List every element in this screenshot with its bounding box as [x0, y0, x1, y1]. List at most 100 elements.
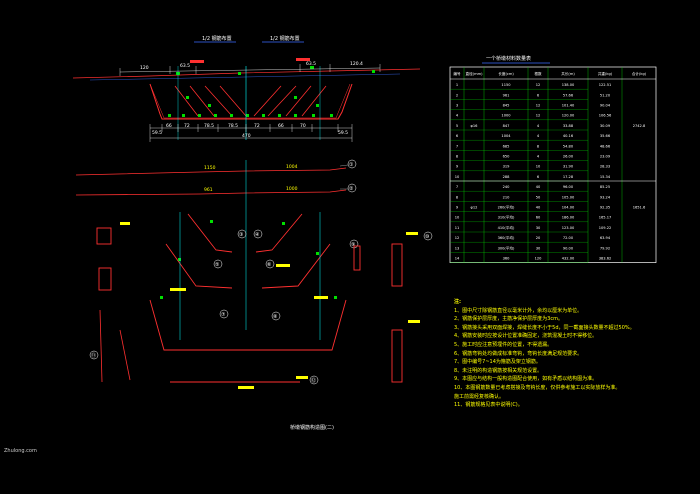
table-cell: 33.88 — [563, 124, 574, 128]
table-cell: 12 — [536, 104, 541, 108]
bar-2-length-right: 1000 — [286, 186, 298, 192]
table-border — [449, 66, 657, 263]
table-cell: 12 — [536, 83, 541, 87]
table-cell: 10 — [455, 175, 460, 179]
table-cell: 51.20 — [600, 93, 611, 97]
table-cell: 50 — [536, 195, 541, 199]
table-cell: 4 — [537, 134, 540, 138]
table-cell: 10 — [455, 216, 460, 220]
table-cell: 30 — [536, 246, 541, 250]
dim-bottom-4: 78.5 — [204, 123, 214, 129]
table-cell: 5 — [456, 124, 458, 128]
table-cell: 1150 — [501, 83, 511, 87]
table-cell: 15.34 — [600, 175, 611, 179]
bar-1-length-left: 1150 — [204, 165, 216, 171]
note-item: 2、钢筋保护层厚度，主筋净保护层厚度为3cm。 — [454, 316, 563, 323]
note-item: 8、未注明的构造钢筋按相关规范设置。 — [454, 367, 543, 374]
note-item: 6、钢筋弯钩处均做成标准弯钩，弯钩长度满足规范要求。 — [454, 350, 583, 357]
material-table: 一个桥墩材料数量表 编号直径(mm)长度(cm)根数共长(m)共重(kg)合计(… — [449, 55, 657, 263]
table-cell: 120 — [535, 257, 543, 261]
dim-bottom-8: 70 — [300, 123, 306, 129]
table-header-cell: 合计(kg) — [632, 71, 647, 76]
table-header-cell: 直径(mm) — [466, 71, 484, 76]
note-item: 3、钢筋接头采用双面焊接，焊缝长度不小于5d，同一截面接头数量不超过50%。 — [454, 324, 635, 331]
dim-bottom-3: 72 — [184, 123, 190, 129]
table-cell: 650 — [503, 155, 511, 159]
table-cell: 11 — [455, 226, 460, 230]
dim-bottom-1: 59.5 — [152, 130, 162, 136]
table-cell: 122.51 — [599, 83, 612, 87]
dim-bottom-2: 66 — [166, 123, 172, 129]
table-cell: 104.00 — [562, 206, 575, 210]
table-cell: 31.90 — [563, 165, 574, 169]
table-cell: 10 — [536, 165, 541, 169]
bar-3-callout: ③ — [239, 232, 243, 238]
table-cell: 2 — [456, 93, 458, 97]
table-cell: 72.00 — [563, 236, 574, 240]
bar-1-callout: ① — [349, 162, 354, 168]
table-cell: 123.00 — [562, 226, 575, 230]
note-item: 11、钢筋规格见表中说明(C)。 — [454, 402, 523, 409]
table-cell: 260(平均) — [498, 205, 515, 210]
table-cell: 288 — [503, 175, 511, 179]
table-cell: 1651.6 — [633, 206, 646, 210]
table-cell: 685 — [503, 144, 510, 148]
dim-bottom-7: 66 — [278, 123, 284, 129]
table-cell: 210 — [503, 195, 511, 199]
bar-12-callout: ⑫ — [311, 377, 316, 384]
note-item: 1、图中尺寸除钢筋直径以毫米计外，余均以厘米为单位。 — [454, 307, 583, 314]
table-cell: 165.17 — [599, 216, 612, 220]
right-half-label: 1/2 钢筋布置 — [270, 35, 300, 42]
table-cell: 40 — [536, 206, 541, 210]
table-cell: 20 — [536, 236, 541, 240]
table-cell: 30.09 — [600, 124, 611, 128]
table-header-cell: 编号 — [453, 71, 461, 76]
table-cell: φ16 — [471, 124, 479, 128]
table-cell: φ12 — [471, 206, 478, 210]
table-cell: 2742.8 — [633, 124, 646, 128]
bar-1-length-right: 1004 — [286, 164, 298, 170]
note-item: 7、图中编号7~14为箍筋及架立钢筋。 — [454, 359, 541, 366]
table-cell: 9 — [456, 206, 459, 210]
dim-top-2: 63.5 — [180, 63, 190, 69]
table-cell: 14 — [455, 257, 460, 261]
table-cell: 40 — [536, 185, 541, 189]
bar-6-callout: ⑥ — [267, 262, 272, 268]
note-item: 9、本图应与结构一般构造图配合使用，如有矛盾以结构图为准。 — [454, 376, 598, 383]
table-cell: 4 — [456, 114, 459, 118]
table-cell: 60 — [536, 216, 541, 220]
watermark-credit: Zhulong.com — [4, 448, 37, 454]
table-cell: 13 — [455, 246, 460, 250]
table-cell: 6 — [537, 93, 540, 97]
table-cell: 847 — [503, 124, 510, 128]
table-header-cell: 共重(kg) — [598, 71, 613, 76]
table-cell: 8 — [456, 195, 459, 199]
dim-top-1: 120 — [140, 65, 149, 71]
table-cell: 48.66 — [600, 144, 611, 148]
table-cell: 9 — [456, 165, 459, 169]
table-cell: 92.35 — [600, 206, 610, 210]
dim-total: 470 — [242, 133, 251, 139]
table-cell: 186.00 — [562, 216, 575, 220]
table-cell: 40.16 — [563, 134, 574, 138]
table-cell: 26.00 — [563, 155, 574, 159]
table-cell: 319 — [503, 165, 511, 169]
note-item: 5、施工时应注意预埋件的位置，不得遗漏。 — [454, 341, 553, 348]
table-cell: 240 — [503, 185, 511, 189]
table-cell: 6 — [537, 175, 540, 179]
table-cell: 12 — [536, 114, 541, 118]
bent-bars — [149, 213, 347, 351]
notes-heading: 注: — [454, 299, 461, 305]
table-cell: 23.09 — [600, 155, 611, 159]
dim-top-3: 63.5 — [306, 61, 316, 67]
table-cell: 7 — [456, 185, 458, 189]
table-cell: 120.00 — [562, 114, 575, 118]
table-cell: 360 — [503, 257, 511, 261]
table-cell: 8 — [537, 144, 540, 148]
table-cell: 383.62 — [599, 257, 612, 261]
table-cell: 4 — [537, 155, 540, 159]
table-cell: 28.33 — [600, 165, 610, 169]
table-cell: 845 — [503, 104, 510, 108]
table-cell: 310(平均) — [498, 215, 515, 220]
